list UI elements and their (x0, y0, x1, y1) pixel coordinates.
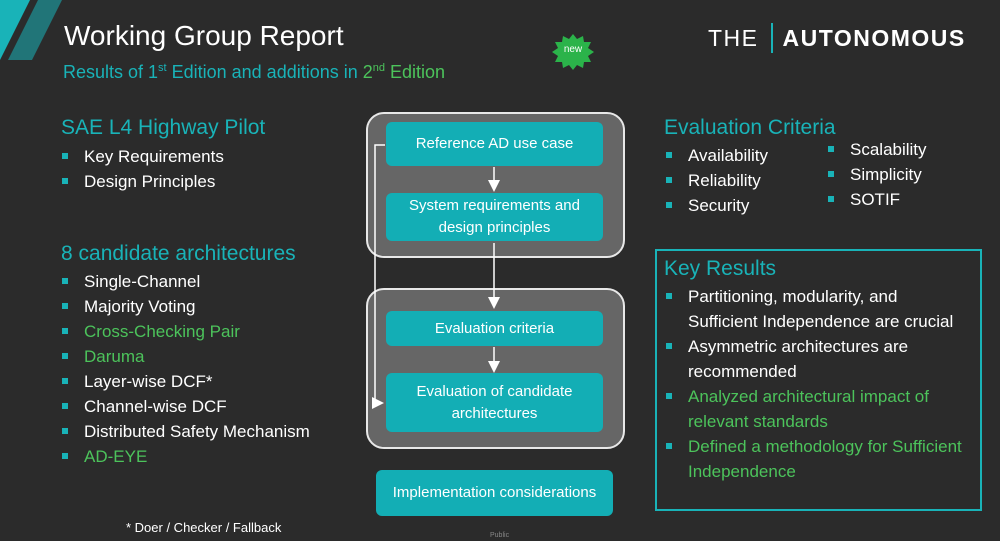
list-item: SOTIF (826, 187, 927, 212)
section-title-architectures: 8 candidate architectures (61, 242, 296, 265)
logo-divider (770, 23, 773, 53)
list-item: Security (664, 193, 768, 218)
footnote: * Doer / Checker / Fallback (126, 520, 282, 535)
list-item: Availability (664, 143, 768, 168)
list-item: Asymmetric architectures are recommended (664, 334, 964, 384)
list-item: Design Principles (60, 169, 224, 194)
flow-box-system-requirements: System requirements and design principle… (386, 193, 603, 241)
list-item: Single-Channel (60, 269, 310, 294)
evaluation-criteria-list-2: Scalability Simplicity SOTIF (826, 137, 927, 212)
slide-subtitle: Results of 1st Edition and additions in … (63, 62, 446, 82)
new-badge: new (551, 34, 595, 70)
key-results-list: Partitioning, modularity, and Sufficient… (664, 284, 964, 484)
flow-box-evaluation-candidates: Evaluation of candidate architectures (386, 373, 603, 432)
list-item: Analyzed architectural impact of relevan… (664, 384, 964, 434)
list-item: Cross-Checking Pair (60, 319, 310, 344)
highway-pilot-list: Key Requirements Design Principles (60, 144, 224, 194)
logo-text-the: THE (708, 24, 759, 51)
company-logo: THE AUTONOMOUS (708, 22, 966, 54)
list-item: Distributed Safety Mechanism (60, 419, 310, 444)
logo-text-autonomous: AUTONOMOUS (782, 24, 966, 51)
list-item: Layer-wise DCF* (60, 369, 310, 394)
badge-star-icon (552, 34, 594, 70)
key-results-box: Key Results Partitioning, modularity, an… (655, 249, 982, 511)
evaluation-criteria-list-1: Availability Reliability Security (664, 143, 768, 218)
section-title-highway-pilot: SAE L4 Highway Pilot (61, 116, 266, 139)
section-title-key-results: Key Results (664, 257, 777, 280)
flow-box-implementation: Implementation considerations (376, 470, 613, 516)
list-item: Channel-wise DCF (60, 394, 310, 419)
list-item: AD-EYE (60, 444, 310, 469)
list-item: Daruma (60, 344, 310, 369)
architectures-list: Single-Channel Majority Voting Cross-Che… (60, 269, 310, 469)
flow-box-evaluation-criteria: Evaluation criteria (386, 311, 603, 346)
list-item: Partitioning, modularity, and Sufficient… (664, 284, 964, 334)
list-item: Key Requirements (60, 144, 224, 169)
classification-label: Public (490, 532, 510, 539)
list-item: Simplicity (826, 162, 927, 187)
list-item: Scalability (826, 137, 927, 162)
section-title-evaluation-criteria: Evaluation Criteria (664, 116, 836, 139)
list-item: Majority Voting (60, 294, 310, 319)
corner-accent (0, 0, 62, 60)
list-item: Defined a methodology for Sufficient Ind… (664, 434, 964, 484)
list-item: Reliability (664, 168, 768, 193)
flow-box-reference-use-case: Reference AD use case (386, 122, 603, 166)
slide-title: Working Group Report (64, 20, 344, 51)
